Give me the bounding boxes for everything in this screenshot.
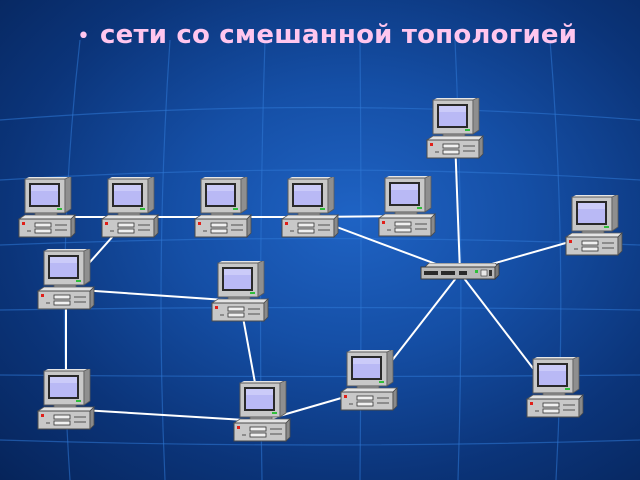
pc-row1-5-computer-icon [377,174,437,238]
pc-center-mid-computer-icon [210,259,270,323]
pc-bottom-center-computer-icon [232,379,292,443]
pc-row1-3-computer-icon [193,175,253,239]
pc-right-mid-computer-icon [564,193,624,257]
pc-top-right-computer-icon [425,96,485,160]
link-pc-bottom-left-pc-bottom-center [65,408,263,422]
pc-row1-2-computer-icon [100,175,160,239]
pc-bottom-left-computer-icon [36,367,96,431]
pc-bottom-mid-right-computer-icon [339,348,399,412]
pc-left-mid-computer-icon [36,247,96,311]
hub-icon [419,262,501,283]
link-pc-top-right-hub [454,137,461,274]
pc-row1-1-computer-icon [17,175,77,239]
title-bullet: • [77,24,90,49]
pc-row1-4-computer-icon [280,175,340,239]
pc-bottom-right-computer-icon [525,355,585,419]
slide-title: сети со смешанной топологией [100,20,578,50]
link-pc-left-mid-pc-center-mid [65,288,241,302]
